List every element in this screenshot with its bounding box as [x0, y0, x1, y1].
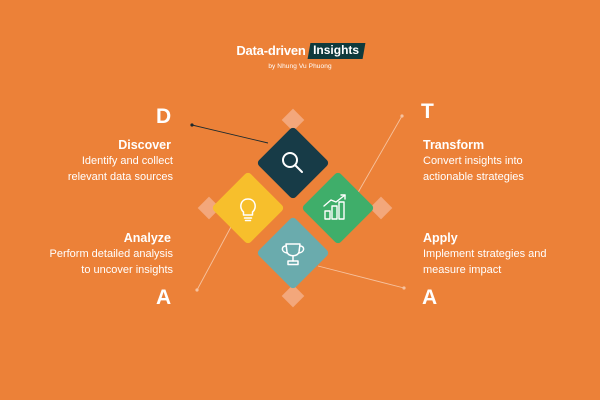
discover-line-1: Identify and collect — [81, 155, 173, 167]
analyze-line-1: Perform detailed analysis — [49, 248, 173, 260]
transform-connector-dot — [400, 114, 404, 118]
analyze-title: Analyze — [123, 231, 171, 245]
apply-letter: A — [422, 286, 438, 309]
discover-letter: D — [156, 105, 172, 128]
analyze-connector — [196, 224, 233, 291]
transform-line-2: actionable strategies — [423, 171, 524, 183]
analyze-letter: A — [156, 286, 172, 309]
brand-logo: Data-driven Insights — [236, 42, 366, 59]
analyze-line-2: to uncover insights — [81, 264, 173, 276]
apply-line-2: measure impact — [423, 264, 502, 276]
transform-diamond — [302, 172, 374, 244]
apply-connector — [317, 265, 405, 289]
brand-plain: Data-driven — [236, 43, 306, 58]
transform-title: Transform — [423, 138, 485, 152]
connector-lines — [190, 114, 406, 292]
discover-connector — [191, 124, 269, 144]
apply-connector-dot — [402, 286, 406, 290]
magnifier-icon — [282, 152, 303, 173]
trophy-icon — [281, 243, 305, 266]
analyze-diamond — [212, 172, 284, 244]
apply-line-1: Implement strategies and — [423, 248, 547, 260]
growth-chart-icon — [323, 194, 346, 220]
discover-connector-dot — [190, 123, 194, 127]
transform-connector — [355, 115, 403, 197]
discover-line-2: relevant data sources — [67, 171, 173, 183]
header: Data-driven Insights by Nhung Vu Phuong — [0, 42, 600, 70]
discover-title: Discover — [118, 138, 171, 152]
transform-line-1: Convert insights into — [423, 155, 523, 167]
discover-diamond — [257, 127, 329, 199]
apply-title: Apply — [423, 231, 458, 245]
lightbulb-icon — [240, 198, 256, 222]
byline: by Nhung Vu Phuong — [268, 63, 332, 70]
transform-letter: T — [421, 100, 434, 123]
apply-diamond — [257, 217, 329, 289]
analyze-connector-dot — [195, 288, 199, 292]
